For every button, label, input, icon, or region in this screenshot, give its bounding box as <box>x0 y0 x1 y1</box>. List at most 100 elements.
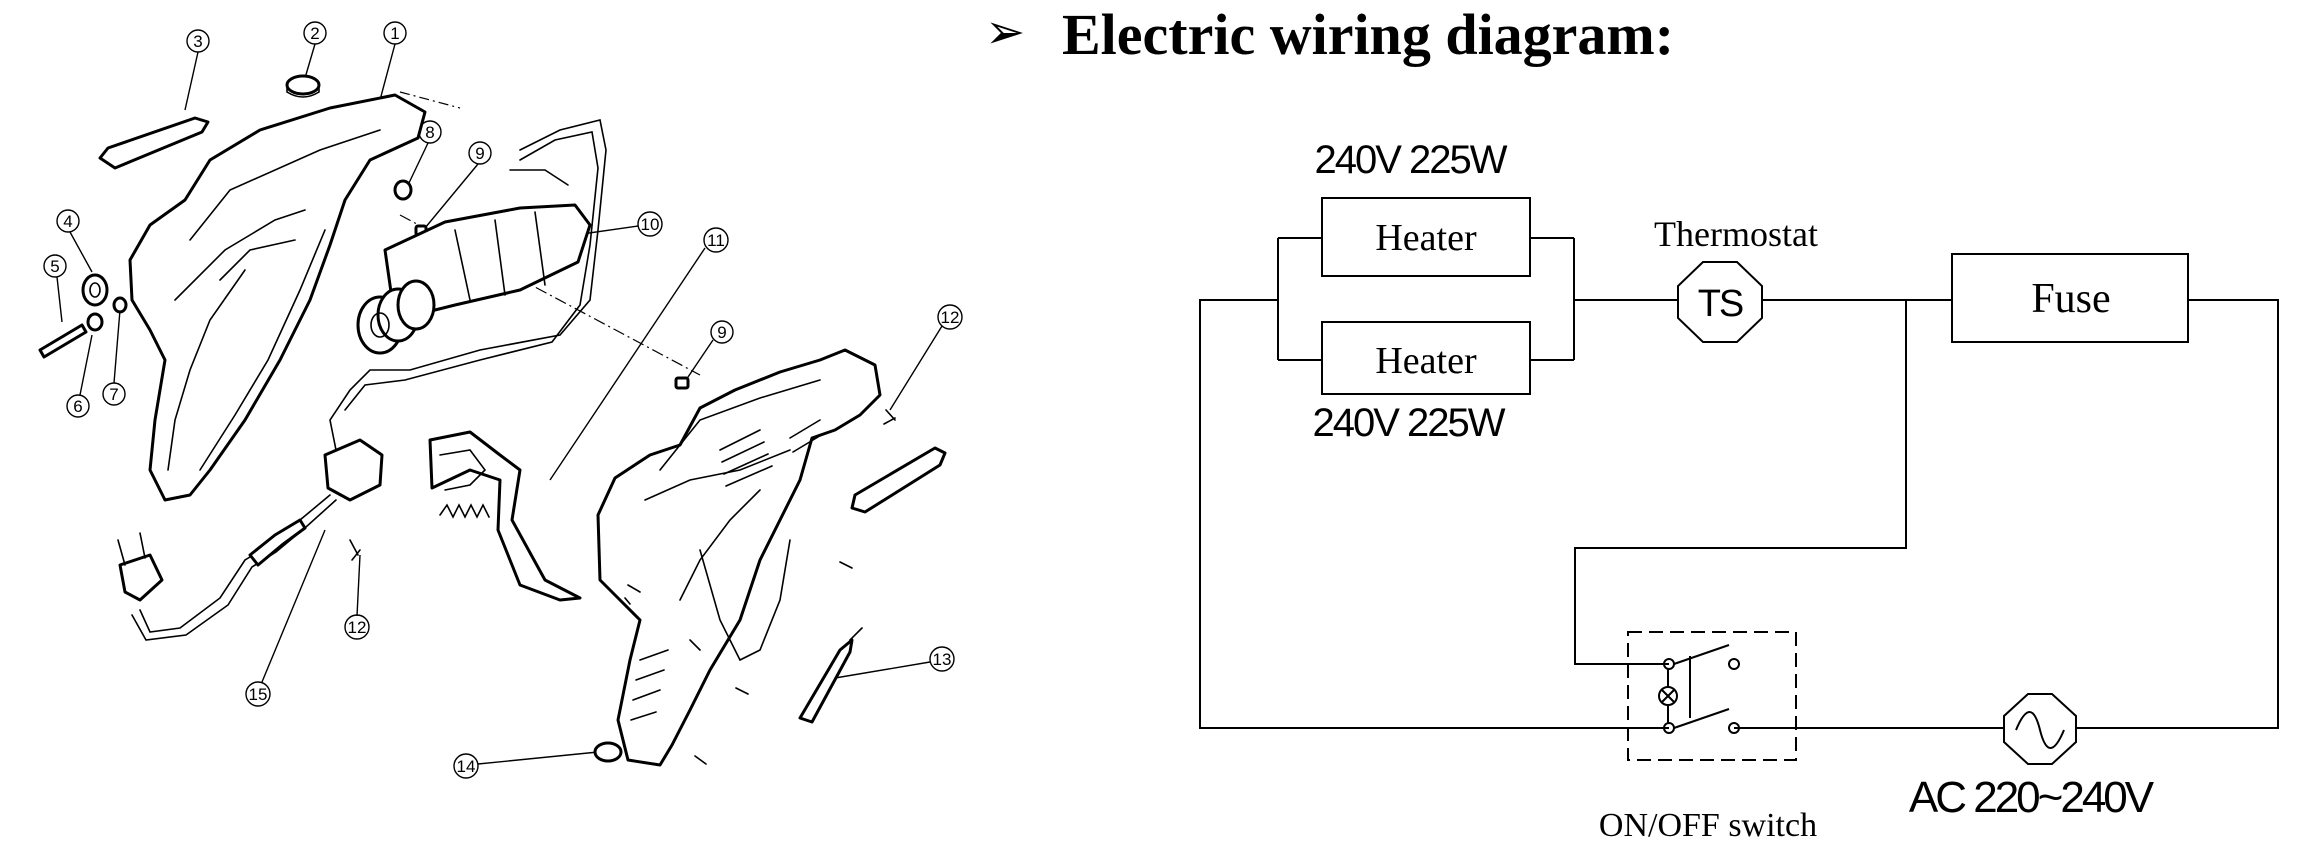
ac-source-octagon-icon <box>2003 693 2077 765</box>
cord-strain-relief <box>248 518 307 567</box>
wiring-diagram: Heater 240V 225W Heater 240V 225W TS The… <box>1199 138 2279 844</box>
callout: 7 <box>102 382 126 406</box>
heater-top-rating: 240V 225W <box>1314 138 1507 182</box>
heading: ➢ Electric wiring diagram: <box>985 2 1674 67</box>
ring-part <box>393 179 413 201</box>
sine-wave-icon <box>2015 711 2065 749</box>
cap-part <box>285 74 321 96</box>
callout-number: 9 <box>717 323 726 342</box>
left-housing-part <box>174 129 381 471</box>
callout-number: 2 <box>310 24 319 43</box>
callout: 5 <box>43 254 67 278</box>
ring-part <box>89 282 101 298</box>
thermostat: TS Thermostat <box>1654 214 1818 343</box>
switch-label: ON/OFF switch <box>1599 807 1817 844</box>
fuse-label: Fuse <box>2031 276 2110 322</box>
washer-part <box>86 312 104 332</box>
circuit-wires <box>1199 237 2279 729</box>
callout: 6 <box>66 394 90 418</box>
callout-number: 10 <box>641 215 660 234</box>
trigger-part <box>428 430 582 602</box>
callout-number: 15 <box>249 685 268 704</box>
grip-ribs <box>630 649 669 721</box>
callout-number: 3 <box>193 32 202 51</box>
page-title: Electric wiring diagram: <box>1062 2 1674 67</box>
callout-number: 9 <box>475 144 484 163</box>
fuse: Fuse <box>1951 253 2189 343</box>
spring-part <box>439 503 490 519</box>
power-cord <box>131 499 337 641</box>
callout: 4 <box>56 209 80 233</box>
screw-part <box>883 409 896 425</box>
foot-cap-part <box>593 741 623 763</box>
side-cover-part <box>98 116 210 170</box>
wire-harness <box>329 119 607 471</box>
callout: 2 <box>303 21 327 45</box>
thermostat-symbol: TS <box>1698 283 1743 325</box>
heater-top: Heater 240V 225W <box>1314 138 1531 277</box>
plug-pin <box>139 532 146 559</box>
callout: 14 <box>453 753 479 779</box>
callout: 11 <box>703 227 729 253</box>
wire-harness <box>344 131 599 411</box>
callout-number: 7 <box>109 385 118 404</box>
wire-harness <box>509 169 569 186</box>
power-cord <box>139 494 331 633</box>
heater-bottom-label: Heater <box>1375 340 1477 382</box>
nozzle-part <box>370 312 390 338</box>
callout-number: 4 <box>63 212 72 231</box>
callout: 1 <box>383 21 407 45</box>
callout: 9 <box>710 320 734 344</box>
assembly-axis <box>399 214 701 376</box>
nut-part <box>112 296 128 314</box>
nozzle-part <box>396 279 436 331</box>
indicator-lamp-icon <box>1658 669 1678 723</box>
screw-part <box>38 323 88 359</box>
callout-number: 5 <box>50 257 59 276</box>
callout-number: 12 <box>941 308 960 327</box>
callout-number: 1 <box>390 24 399 43</box>
callout: 15 <box>245 681 271 707</box>
callout: 13 <box>929 646 955 672</box>
left-housing-part <box>167 239 296 471</box>
plug-part <box>118 553 164 602</box>
power-source: AC 220~240V <box>1909 693 2158 822</box>
cap-part <box>286 84 320 98</box>
on-off-switch: ON/OFF switch <box>1599 631 1817 844</box>
ring-part <box>81 273 109 307</box>
switch-block-part <box>323 438 384 502</box>
exploded-view: 1 2 3 4 5 6 7 8 9 10 <box>38 21 963 779</box>
thermostat-label: Thermostat <box>1654 214 1818 254</box>
left-housing-part <box>128 93 427 502</box>
right-housing-part <box>644 379 821 601</box>
bullet-arrow-icon: ➢ <box>985 6 1025 59</box>
callout: 3 <box>186 29 210 53</box>
callout-labels: 1 2 3 4 5 6 7 8 9 10 <box>43 21 963 779</box>
pin-part <box>674 376 690 390</box>
callout-number: 6 <box>73 397 82 416</box>
callout-number: 13 <box>933 650 952 669</box>
right-housing-part <box>699 539 791 662</box>
callout: 10 <box>637 211 663 237</box>
probe-part <box>798 638 854 724</box>
callout-number: 14 <box>457 757 476 776</box>
power-source-label: AC 220~240V <box>1909 773 2155 822</box>
callout-number: 11 <box>707 231 725 250</box>
heater-barrel-part <box>454 211 546 301</box>
vent-slots <box>719 419 824 487</box>
callout: 9 <box>468 141 492 165</box>
side-cover-part <box>850 446 947 514</box>
heater-bottom-rating: 240V 225W <box>1312 401 1505 445</box>
heater-top-label: Heater <box>1375 217 1477 259</box>
heater-bottom: Heater 240V 225W <box>1312 321 1531 445</box>
switch-housing <box>1627 631 1797 761</box>
callout: 12 <box>937 304 963 330</box>
trigger-part <box>439 449 487 491</box>
plug-pin <box>117 539 126 566</box>
callout-number: 8 <box>425 123 434 142</box>
callout: 12 <box>344 614 370 640</box>
thermostat-octagon-icon <box>1677 261 1763 343</box>
screw-part <box>349 539 361 561</box>
right-housing-part <box>596 348 882 767</box>
